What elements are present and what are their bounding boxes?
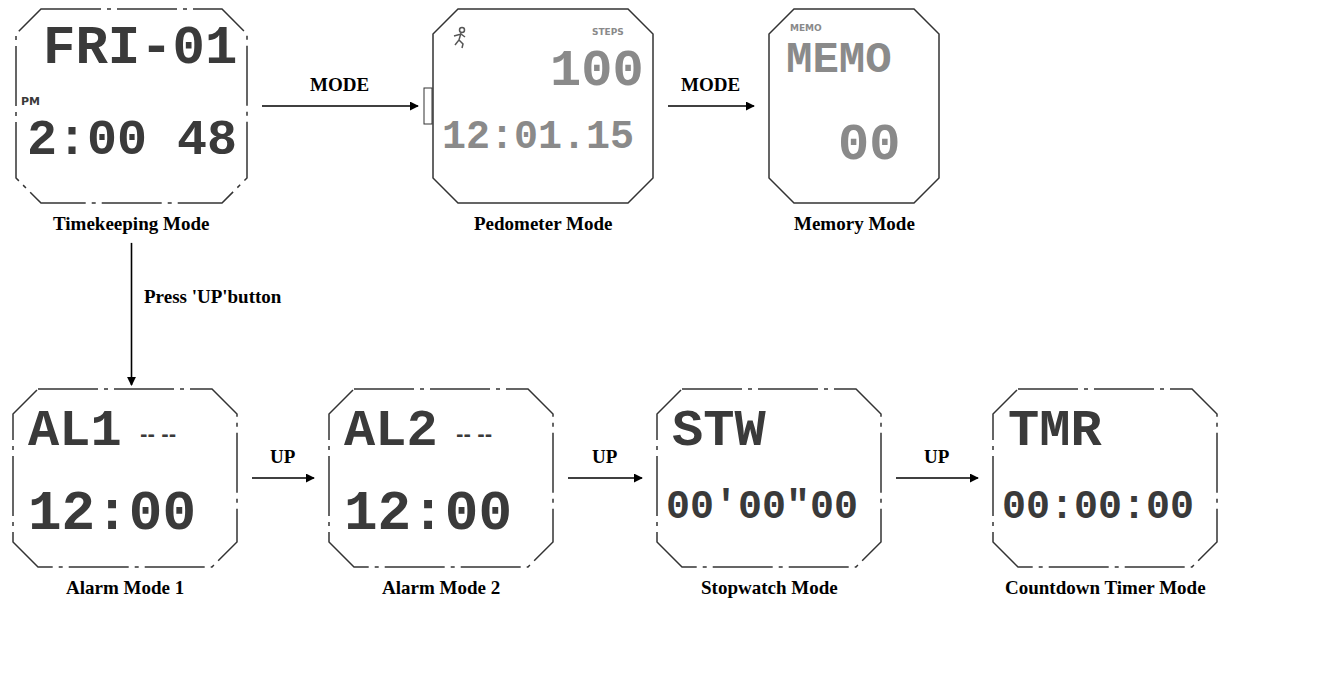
lcd-text: 12:01.15 <box>442 118 634 158</box>
flow-arrow <box>252 477 314 479</box>
mode-caption: Pedometer Mode <box>474 214 612 235</box>
lcd-indicator: MEMO <box>790 24 822 33</box>
lcd-indicator: -- -- <box>140 426 176 444</box>
face-border <box>329 389 553 567</box>
face-border <box>16 9 247 203</box>
face-border <box>13 389 237 567</box>
runner-body <box>454 33 465 48</box>
watch-face: STEPS10012:01.15Pedometer Mode <box>432 8 654 204</box>
mode-caption: Memory Mode <box>794 214 915 235</box>
watch-face: MEMOMEMO00Memory Mode <box>768 8 940 204</box>
lcd-text: 12:00 <box>28 486 196 542</box>
watch-face: TMR00:00:00Countdown Timer Mode <box>992 388 1218 568</box>
arrow-label: MODE <box>679 75 742 96</box>
flow-arrow <box>262 105 418 107</box>
mode-caption: Timekeeping Mode <box>53 214 209 235</box>
lcd-text: 2:00 48 <box>27 116 237 166</box>
flow-arrow <box>668 105 754 107</box>
watch-face: PMFRI-012:00 48Timekeeping Mode <box>15 8 248 204</box>
lcd-text: FRI-01 <box>43 22 237 76</box>
arrow-label: UP <box>268 447 297 468</box>
runner-icon <box>454 28 465 49</box>
lcd-text: STW <box>672 406 766 458</box>
face-border <box>433 9 653 203</box>
watch-face: STW00'00"00Stopwatch Mode <box>656 388 882 568</box>
lcd-indicator: PM <box>21 96 40 107</box>
arrow-label: UP <box>922 447 951 468</box>
arrow-label: MODE <box>308 75 371 96</box>
face-border <box>993 389 1217 567</box>
lcd-text: 00:00:00 <box>1002 488 1194 528</box>
flow-arrow <box>131 243 133 385</box>
lcd-indicator: -- -- <box>456 426 492 444</box>
mode-caption: Countdown Timer Mode <box>1005 578 1206 599</box>
lcd-indicator: STEPS <box>592 28 624 37</box>
face-border <box>657 389 881 567</box>
lcd-text: MEMO <box>786 38 892 82</box>
face-outline <box>432 8 654 204</box>
arrow-label: Press 'UP'button <box>142 287 283 308</box>
watch-face: AL2-- --12:00Alarm Mode 2 <box>328 388 554 568</box>
lcd-text: 00 <box>838 120 900 172</box>
lcd-text: 12:00 <box>344 486 512 542</box>
lcd-text: TMR <box>1008 406 1102 458</box>
mode-caption: Alarm Mode 2 <box>382 578 500 599</box>
side-button <box>424 88 432 124</box>
arrow-label: UP <box>590 447 619 468</box>
lcd-text: 00'00"00 <box>666 488 858 528</box>
face-border <box>769 9 939 203</box>
lcd-text: AL1 <box>28 406 122 458</box>
lcd-text: AL2 <box>344 406 438 458</box>
flow-arrow <box>896 477 978 479</box>
runner-head <box>460 28 465 33</box>
mode-caption: Stopwatch Mode <box>701 578 838 599</box>
mode-caption: Alarm Mode 1 <box>66 578 184 599</box>
flow-arrow <box>568 477 642 479</box>
watch-face: AL1-- --12:00Alarm Mode 1 <box>12 388 238 568</box>
lcd-text: 100 <box>550 46 644 98</box>
